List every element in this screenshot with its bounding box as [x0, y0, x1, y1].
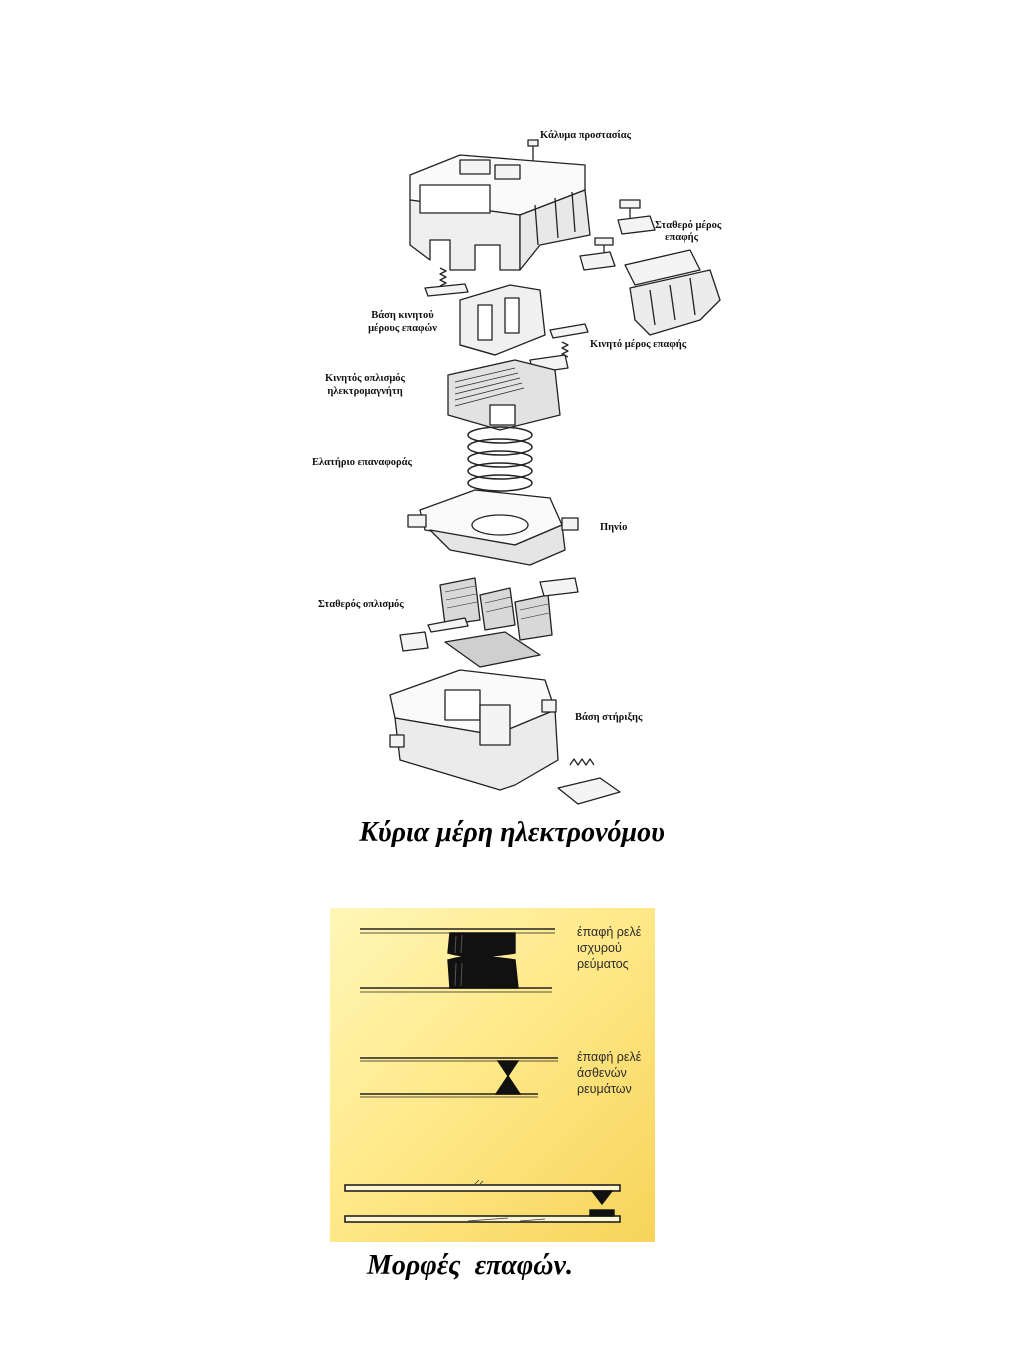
moving-contact-strip-right [549, 323, 589, 339]
bottom-clip [557, 777, 621, 805]
label-moving-contact: Κινητό μέρος επαφής [590, 339, 687, 350]
contact-types-diagram: έπαφή ρελέ ισχυρού ρεύματος έπαφή ρελέ ά… [330, 908, 655, 1242]
light-current-contact [360, 1057, 558, 1098]
support-base-part [389, 669, 559, 791]
fixed-contact-plates [579, 199, 656, 271]
label-fixed-armature: Σταθερός οπλισμός [318, 599, 404, 610]
moving-contact-base-part [459, 284, 546, 356]
label-coil: Πηνίο [600, 522, 628, 533]
contact-types-drawing [344, 928, 621, 1223]
label-moving-armature-1: Κινητός οπλισμός [325, 373, 405, 384]
protective-cover-part [409, 154, 591, 271]
label-moving-armature-2: ηλεκτρομαγνήτη [327, 386, 403, 397]
label-moving-base-1: Βάση κινητού [371, 310, 434, 321]
small-spring-right [561, 341, 569, 358]
small-block-left [399, 631, 429, 652]
fixed-armature-part [439, 577, 579, 641]
moving-contact-strip-left [424, 283, 469, 297]
bottom-spring [569, 758, 595, 766]
figure2-caption: Μορφές επαφών. [367, 1250, 573, 1281]
coil-part [407, 489, 579, 566]
strip-contacts [344, 1184, 621, 1223]
label-return-spring: Ελατήριο επαναφοράς [312, 457, 412, 468]
label-moving-base-2: μέρους επαφών [368, 323, 437, 334]
contactor-drawing [389, 139, 721, 805]
figure1-caption: Κύρια μέρη ηλεκτρονόμου [359, 817, 665, 848]
label-light-2: άσθενών [577, 1066, 627, 1080]
label-light-3: ρευμάτων [577, 1082, 632, 1096]
label-heavy-2: ισχυρού [577, 941, 622, 955]
label-heavy-3: ρεύματος [577, 957, 629, 971]
moving-armature-part [447, 359, 561, 431]
small-plate-mid [427, 617, 469, 633]
label-fixed-contact-2: επαφής [665, 232, 699, 243]
damping-pad [444, 631, 541, 668]
return-spring-part [467, 426, 533, 492]
label-fixed-contact-1: Σταθερό μέρος [655, 220, 722, 231]
label-light-1: έπαφή ρελέ [577, 1050, 642, 1064]
small-spring-left [439, 267, 447, 287]
fixed-contact-block [624, 249, 721, 336]
label-cover: Κάλυμα προστασίας [540, 130, 632, 141]
label-support-base: Βάση στήριξης [575, 712, 643, 723]
contactor-exploded-diagram: Κάλυμα προστασίας Σταθερό μέρος επαφής Β… [300, 120, 770, 820]
label-heavy-1: έπαφή ρελέ [577, 925, 642, 939]
